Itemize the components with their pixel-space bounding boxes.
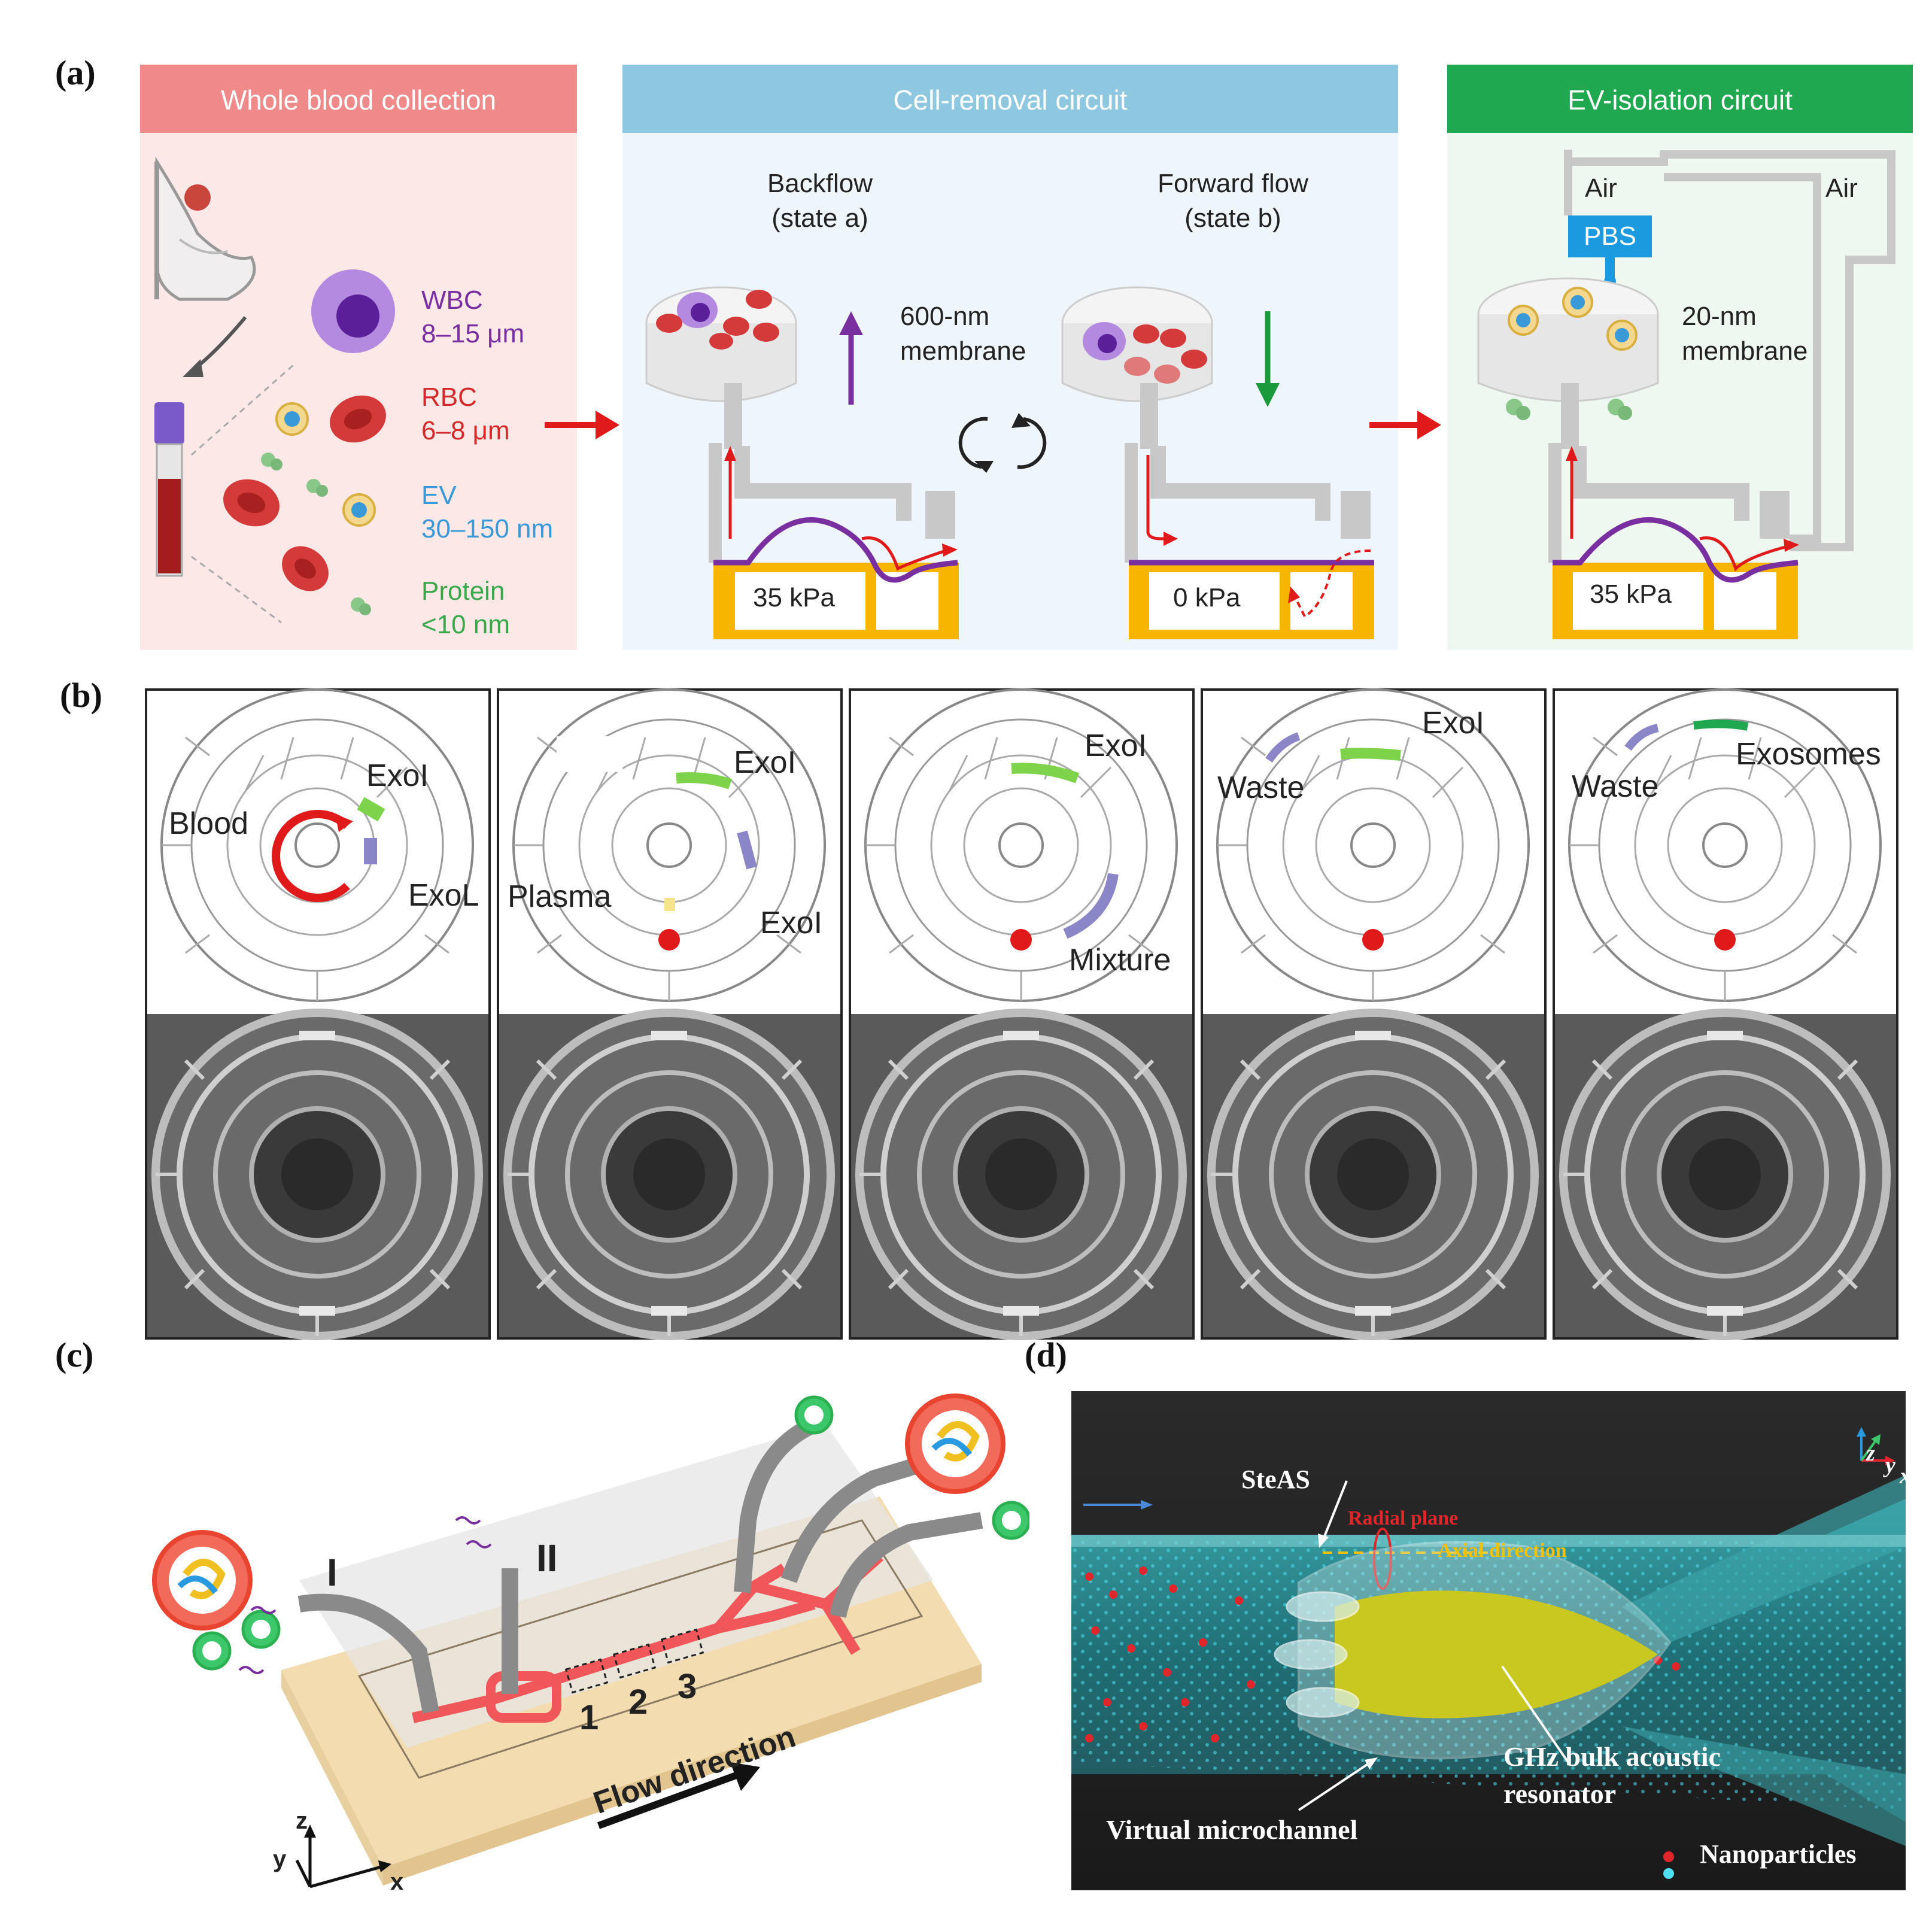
protein-label: Protein <10 nm [421, 575, 510, 642]
panel-d-illustration [1071, 1391, 1906, 1890]
frame1-exoi-label: ExoI [366, 758, 429, 793]
ev-name: EV [421, 481, 457, 510]
wbc-size: 8–15 μm [421, 319, 525, 348]
axis-y-label-c: y [273, 1846, 287, 1872]
panel-a-illustration [154, 150, 1895, 639]
membrane-600-size: 600-nm [900, 302, 990, 331]
frame-1 [145, 688, 491, 1338]
rbc-label: RBC 6–8 μm [421, 381, 510, 448]
frame3-mixture-label: Mixture [1069, 943, 1171, 977]
ev-label: EV 30–150 nm [421, 479, 553, 546]
backflow-device [645, 286, 959, 639]
wbc-label: WBC 8–15 μm [421, 284, 524, 351]
inlet-ii-label: II [536, 1537, 558, 1580]
backflow-state: (state a) [771, 204, 868, 233]
breast-icon [154, 156, 256, 301]
pressure-label-1: 35 kPa [753, 583, 835, 612]
ev-isolation-device [1477, 150, 1895, 639]
membrane-600-label: 600-nm membrane [900, 299, 1026, 369]
frame3-exoi-label: ExoI [1085, 728, 1147, 763]
rbc-size: 6–8 μm [421, 416, 510, 445]
region-3-label: 3 [678, 1667, 697, 1706]
axis-z-label-c: z [296, 1808, 308, 1834]
air-label-left: Air [1585, 174, 1617, 203]
protein-size: <10 nm [421, 610, 510, 639]
whole-blood-title: Whole blood collection [220, 84, 497, 116]
rbc-name: RBC [421, 382, 477, 412]
frame1-exol-label: ExoL [408, 878, 479, 913]
vesicle-large-right [905, 1393, 1006, 1494]
frame4-exoi-label: ExoI [1422, 706, 1485, 740]
frame2-plasma-label: Plasma [508, 879, 612, 914]
panel-b-illustration [145, 688, 1898, 1347]
frame2-exoi-bottom-label: ExoI [760, 906, 823, 940]
panel-label-d: (d) [1025, 1335, 1067, 1374]
membrane-20-size: 20-nm [1682, 302, 1757, 331]
pressure-label-3: 35 kPa [1590, 579, 1672, 609]
cell-removal-title: Cell-removal circuit [893, 84, 1128, 116]
cell-removal-header [622, 65, 1398, 133]
ev-size: 30–150 nm [421, 514, 554, 544]
axial-direction-label: Axial direction [1438, 1540, 1567, 1562]
wbc-name: WBC [421, 286, 483, 315]
frame5-exosomes-label: Exosomes [1736, 737, 1881, 772]
region-2-label: 2 [628, 1683, 648, 1721]
membrane-20-word: membrane [1682, 336, 1808, 366]
forward-flow-label: Forward flow (state b) [1137, 166, 1329, 236]
backflow-title: Backflow [767, 169, 873, 198]
frame-3 [849, 688, 1195, 1338]
axis-x-label-c: x [390, 1869, 404, 1895]
blood-tube-icon [154, 402, 184, 577]
frame-4 [1201, 688, 1547, 1338]
membrane-600-word: membrane [900, 336, 1026, 366]
frame1-blood-label: Blood [169, 806, 248, 841]
forward-flow-device [1061, 286, 1374, 639]
frame-2 [497, 688, 843, 1338]
virtual-microchannel-label: Virtual microchannel [1106, 1814, 1358, 1845]
ev-isolation-title: EV-isolation circuit [1568, 84, 1793, 116]
vesicle-large-left [152, 1530, 253, 1631]
air-label-right: Air [1825, 174, 1858, 203]
panel-label-b: (b) [60, 676, 102, 715]
protein-name: Protein [421, 576, 505, 606]
region-1-label: 1 [579, 1698, 599, 1737]
inlet-i-label: I [327, 1551, 338, 1594]
frame5-waste-label: Waste [1572, 769, 1659, 804]
whole-blood-box [140, 65, 577, 650]
frame2-exoi-top-label: ExoI [734, 745, 797, 780]
forward-state: (state b) [1184, 204, 1281, 233]
pressure-label-2: 0 kPa [1173, 583, 1241, 612]
axis-y-label-d: y [1885, 1453, 1895, 1478]
resonator-line-2: resonator [1503, 1778, 1617, 1809]
panel-label-c: (c) [55, 1335, 94, 1374]
resonator-label: GHz bulk acoustic resonator [1503, 1738, 1721, 1812]
steas-label: SteAS [1241, 1465, 1310, 1494]
pbs-label: PBS [1583, 221, 1637, 251]
backflow-label: Backflow (state a) [724, 166, 916, 236]
axis-x-label-d: x [1900, 1464, 1911, 1489]
panel-label-a: (a) [55, 53, 96, 92]
ev-isolation-header [1447, 65, 1913, 133]
whole-blood-header [140, 65, 577, 133]
forward-title: Forward flow [1158, 169, 1308, 198]
axis-z-label-d: z [1866, 1441, 1875, 1466]
panel-c-illustration [152, 1393, 1029, 1888]
resonator-line-1: GHz bulk acoustic [1503, 1741, 1721, 1772]
nanoparticles-label: Nanoparticles [1700, 1839, 1857, 1869]
membrane-20-label: 20-nm membrane [1682, 299, 1808, 369]
radial-plane-label: Radial plane [1348, 1507, 1459, 1529]
frame-5 [1553, 688, 1898, 1338]
frame4-waste-label: Waste [1217, 770, 1305, 805]
